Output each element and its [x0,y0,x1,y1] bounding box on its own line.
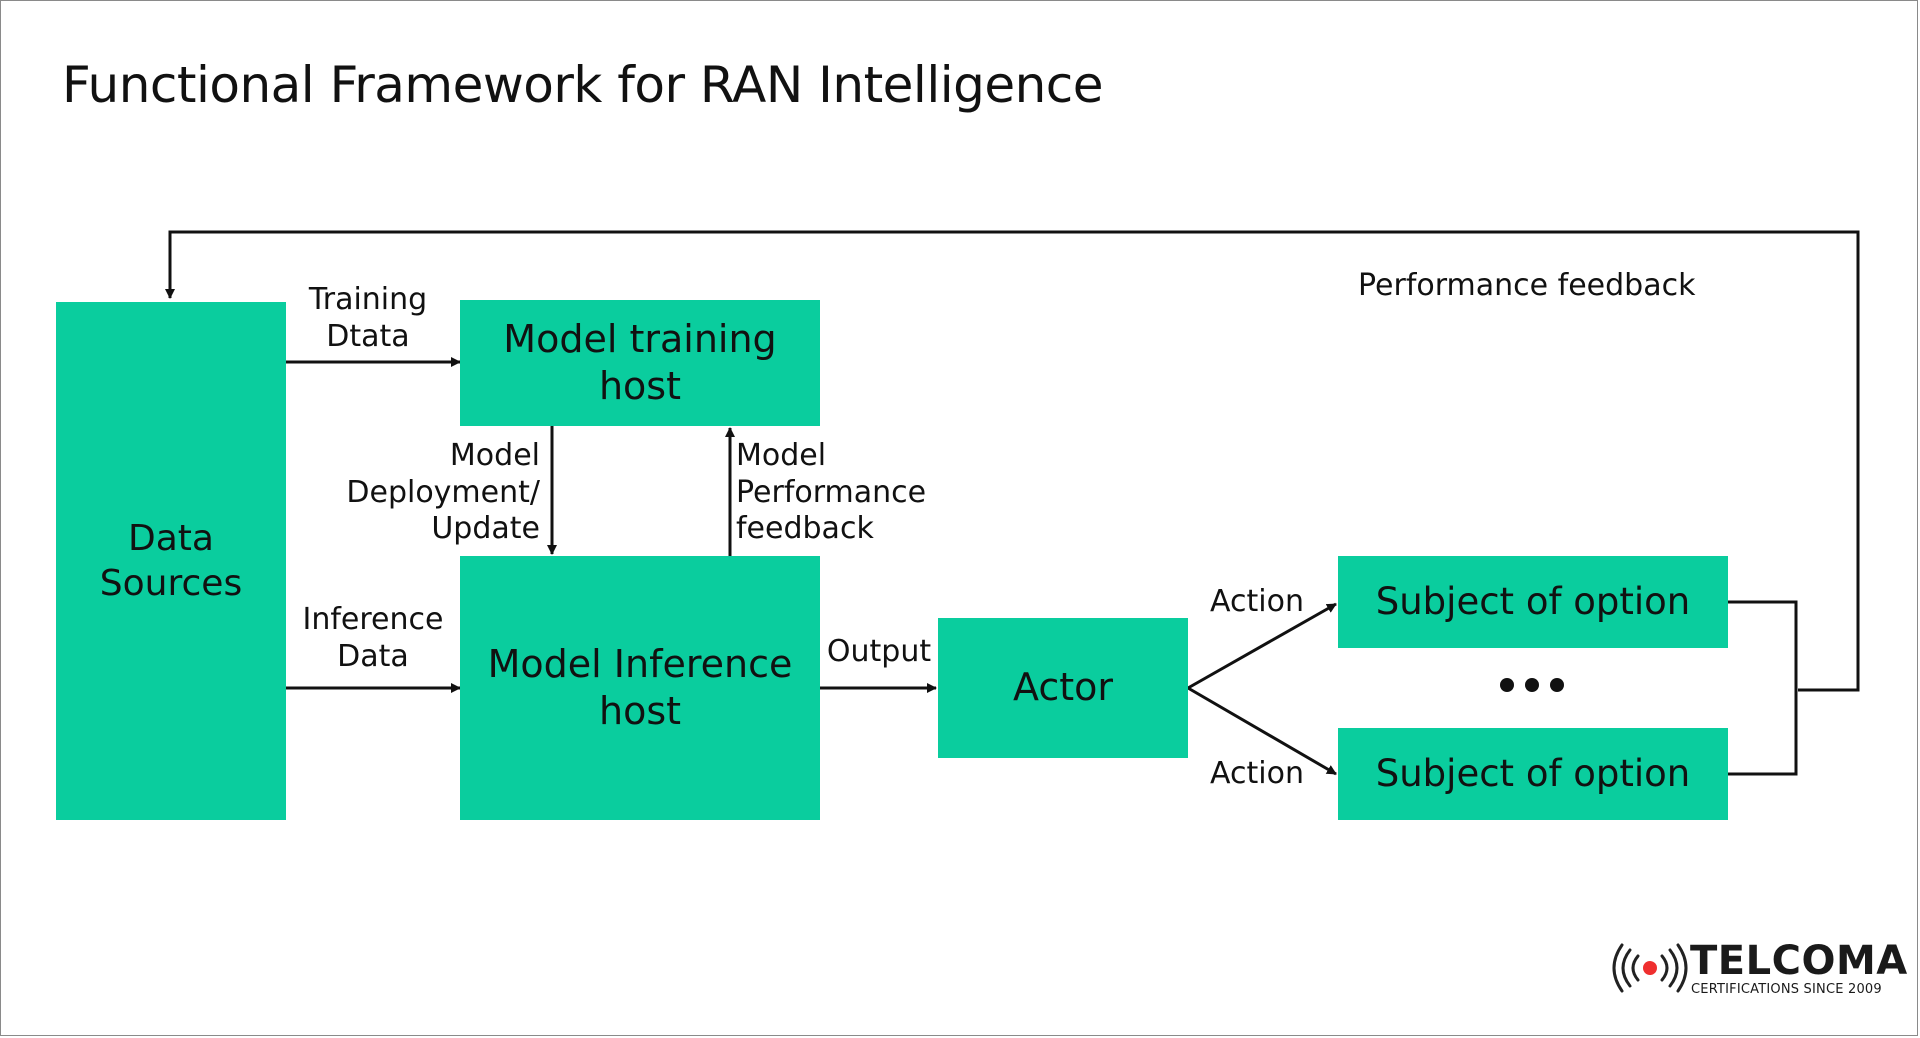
subject-of-option-box-top: Subject of option [1338,556,1728,648]
logo-tagline: CERTIFICATIONS SINCE 2009 [1691,982,1882,997]
model-performance-feedback-label: Model Performance feedback [736,438,927,547]
performance-feedback-label: Performance feedback [1358,268,1696,303]
model-training-host-label: Model training host [503,316,777,409]
model-training-host-box: Model training host [460,300,820,426]
ellipsis-icon [1496,672,1568,696]
data-sources-label: Data Sources [99,518,243,604]
logo-wordmark: TELCOMA [1690,938,1908,984]
output-label: Output [826,634,932,669]
broadcast-signal-icon [1612,943,1688,993]
diagram-title: Functional Framework for RAN Intelligenc… [62,56,1104,114]
arrow-action-bottom [1187,686,1337,776]
model-deployment-update-label: Model Deployment/ Update [346,438,540,547]
inference-data-label: Inference Data [302,602,444,674]
actor-box: Actor [938,618,1188,758]
subject-merge-line [1728,600,1798,776]
model-inference-host-box: Model Inference host [460,556,820,820]
action-label-bottom: Action [1210,756,1304,791]
arrow-action-top [1187,602,1337,690]
subject-of-option-label-top: Subject of option [1375,579,1691,623]
telcoma-logo: TELCOMA CERTIFICATIONS SINCE 2009 [1610,938,1907,998]
performance-feedback-loop [165,230,1860,692]
action-label-top: Action [1210,584,1304,619]
training-data-label: Training Dtata [308,282,428,354]
subject-of-option-label-bottom: Subject of option [1375,751,1691,795]
subject-of-option-box-bottom: Subject of option [1338,728,1728,820]
data-sources-box: Data Sources [56,302,286,820]
actor-label: Actor [1013,665,1113,710]
model-inference-host-label: Model Inference host [487,641,793,734]
